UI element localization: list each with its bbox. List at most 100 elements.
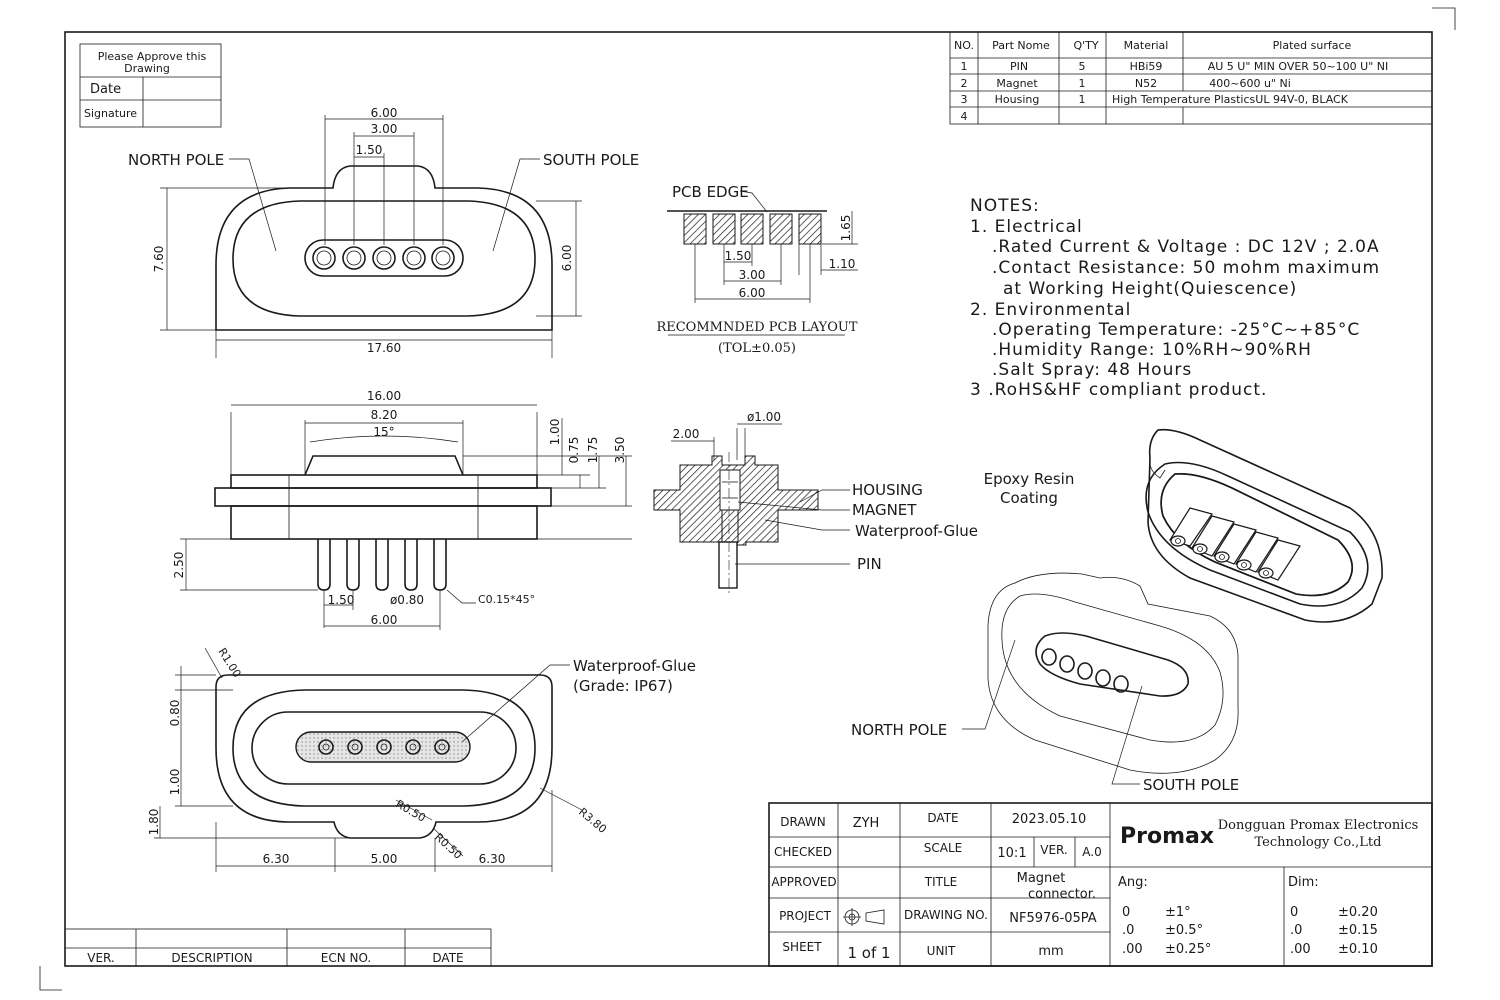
dim-pcb-300: 3.00 bbox=[739, 268, 766, 282]
ver-value: A.0 bbox=[1082, 845, 1101, 859]
ang-row-val: ±1° bbox=[1165, 905, 1191, 920]
dim-top-3: 3.00 bbox=[371, 122, 398, 136]
title-value: Magnet bbox=[1017, 871, 1066, 886]
dim-label: Dim: bbox=[1288, 875, 1319, 890]
isometric-back-view: Epoxy Resin Coating bbox=[984, 428, 1383, 623]
approval-title-2: Drawing bbox=[124, 62, 170, 75]
notes-line: .Contact Resistance: 50 mohm maximum bbox=[992, 258, 1380, 278]
dim-sect-d100: ø1.00 bbox=[747, 410, 781, 424]
bom-row-cell: AU 5 U" MIN OVER 50~100 U" NI bbox=[1208, 60, 1389, 73]
dim-side-350: 3.50 bbox=[613, 437, 627, 464]
waterproof-glue-bottom-label: Waterproof-Glue bbox=[573, 657, 696, 675]
revision-table: VER. DESCRIPTION ECN NO. DATE bbox=[64, 928, 492, 967]
dim-row-key: .0 bbox=[1290, 923, 1302, 938]
corner-mark-bottom bbox=[39, 966, 62, 991]
bom-row-cell: 5 bbox=[1079, 60, 1086, 73]
scale-value: 10:1 bbox=[997, 846, 1026, 861]
drawing-no-value: NF5976-05PA bbox=[1009, 911, 1097, 926]
bom-row-cell: 4 bbox=[961, 110, 968, 123]
dim-side-82: 8.20 bbox=[371, 408, 398, 422]
dim-side-175: 1.75 bbox=[586, 437, 600, 464]
approval-date-label: Date bbox=[90, 82, 121, 97]
epoxy-label-1: Epoxy Resin bbox=[984, 470, 1075, 488]
dim-row-val: ±0.10 bbox=[1338, 942, 1378, 957]
title-value-2: connector. bbox=[1028, 887, 1096, 902]
bom-row-cell: PIN bbox=[1010, 60, 1028, 73]
ang-label: Ang: bbox=[1118, 875, 1148, 890]
dim-pcb-165: 1.65 bbox=[839, 215, 853, 242]
dim-side-075: 0.75 bbox=[567, 437, 581, 464]
dim-row-val: ±0.20 bbox=[1338, 905, 1378, 920]
south-pole-label: SOUTH POLE bbox=[543, 151, 639, 169]
bom-row-cell: High Temperature PlasticsUL 94V-0, BLACK bbox=[1112, 93, 1349, 106]
waterproof-glue-label: Waterproof-Glue bbox=[855, 522, 978, 540]
company-name-2: Technology Co.,Ltd bbox=[1255, 835, 1382, 850]
notes-line: at Working Height(Quiescence) bbox=[1003, 279, 1297, 299]
dim-bottom-r050b: R0.50 bbox=[432, 831, 465, 862]
rev-header-description: DESCRIPTION bbox=[171, 951, 252, 965]
dim-top-76: 7.60 bbox=[152, 246, 166, 273]
sheet-value: 1 of 1 bbox=[847, 944, 890, 962]
isometric-front-view: NORTH POLE SOUTH POLE bbox=[851, 572, 1239, 794]
bom-row-cell: HBi59 bbox=[1130, 60, 1163, 73]
title-label: TITLE bbox=[924, 875, 957, 889]
notes-line: .Rated Current & Voltage : DC 12V ; 2.0A bbox=[992, 237, 1380, 257]
pcb-layout-tolerance: (TOL±0.05) bbox=[718, 341, 796, 356]
dim-side-angle: 15° bbox=[373, 425, 394, 439]
bom-row-cell: 2 bbox=[961, 77, 968, 90]
dim-bottom-630a: 6.30 bbox=[263, 852, 290, 866]
title-block: DRAWN ZYH DATE 2023.05.10 CHECKED SCALE … bbox=[768, 802, 1433, 967]
bom-header-plated: Plated surface bbox=[1273, 39, 1352, 52]
grade-label: (Grade: IP67) bbox=[573, 677, 673, 695]
side-view: 16.00 8.20 15° 1.00 0.75 1.75 3.50 2.50 … bbox=[172, 389, 632, 630]
unit-label: UNIT bbox=[927, 944, 956, 958]
company-name-1: Dongguan Promax Electronics bbox=[1218, 818, 1419, 833]
sheet-border bbox=[64, 31, 1433, 967]
dim-bottom-180: 1.80 bbox=[147, 809, 161, 836]
bom-row-cell: 3 bbox=[961, 93, 968, 106]
magnet-label: MAGNET bbox=[852, 501, 917, 519]
notes-line: 1. Electrical bbox=[970, 217, 1083, 237]
pcb-edge-label: PCB EDGE bbox=[672, 183, 749, 201]
projection-symbol-icon bbox=[843, 908, 885, 926]
scale-label: SCALE bbox=[924, 841, 962, 855]
notes-line: 2. Environmental bbox=[970, 300, 1131, 320]
date-value: 2023.05.10 bbox=[1012, 812, 1086, 827]
dim-side-100: 1.00 bbox=[548, 419, 562, 446]
company-logo: Promax bbox=[1120, 824, 1214, 849]
dim-row-key: .00 bbox=[1290, 942, 1311, 957]
pcb-layout-title: RECOMMNDED PCB LAYOUT bbox=[656, 320, 857, 335]
notes-title: NOTES: bbox=[970, 196, 1040, 216]
dim-bottom-100: 1.00 bbox=[168, 769, 182, 796]
dim-pcb-110: 1.10 bbox=[829, 257, 856, 271]
bom-row-cell: Housing bbox=[995, 93, 1040, 106]
unit-value: mm bbox=[1038, 944, 1063, 959]
dim-pcb-150: 1.50 bbox=[725, 249, 752, 263]
notes-line: 3 .RoHS&HF compliant product. bbox=[970, 380, 1267, 400]
bom-header-qty: Q'TY bbox=[1073, 39, 1098, 52]
dim-top-176: 17.60 bbox=[367, 341, 401, 355]
approval-signature-label: Signature bbox=[84, 107, 137, 120]
corner-mark-top bbox=[1432, 7, 1456, 30]
bottom-view: Waterproof-Glue (Grade: IP67) R1.00 0.80… bbox=[147, 646, 696, 872]
approved-label: APPROVED bbox=[771, 875, 836, 889]
notes-block: NOTES: 1. Electrical .Rated Current & Vo… bbox=[970, 196, 1380, 400]
dim-bottom-r100: R1.00 bbox=[215, 646, 243, 680]
ang-row-key: 0 bbox=[1122, 905, 1130, 920]
project-label: PROJECT bbox=[779, 909, 832, 923]
date-label: DATE bbox=[927, 811, 958, 825]
dim-side-150: 1.50 bbox=[328, 593, 355, 607]
bom-table: NO. Part Nome Q'TY Material Plated surfa… bbox=[949, 31, 1433, 125]
section-view: ø1.00 2.00 HOUSING MAGNET Waterproof-Glu… bbox=[653, 410, 978, 596]
pcb-layout-view: PCB EDGE 1.65 1.10 1.50 3.00 6.00 RECOMM… bbox=[656, 183, 858, 356]
sheet-label: SHEET bbox=[782, 940, 822, 954]
bom-header-material: Material bbox=[1124, 39, 1169, 52]
dim-bottom-r050a: R0.50 bbox=[394, 797, 428, 824]
dim-bottom-r380: R3.80 bbox=[576, 805, 609, 836]
dim-bottom-080: 0.80 bbox=[168, 700, 182, 727]
rev-header-ver: VER. bbox=[87, 951, 115, 965]
company-logo-text: Promax bbox=[1120, 824, 1214, 849]
bom-header-part: Part Nome bbox=[992, 39, 1050, 52]
approval-title: Please Approve this bbox=[98, 50, 207, 63]
